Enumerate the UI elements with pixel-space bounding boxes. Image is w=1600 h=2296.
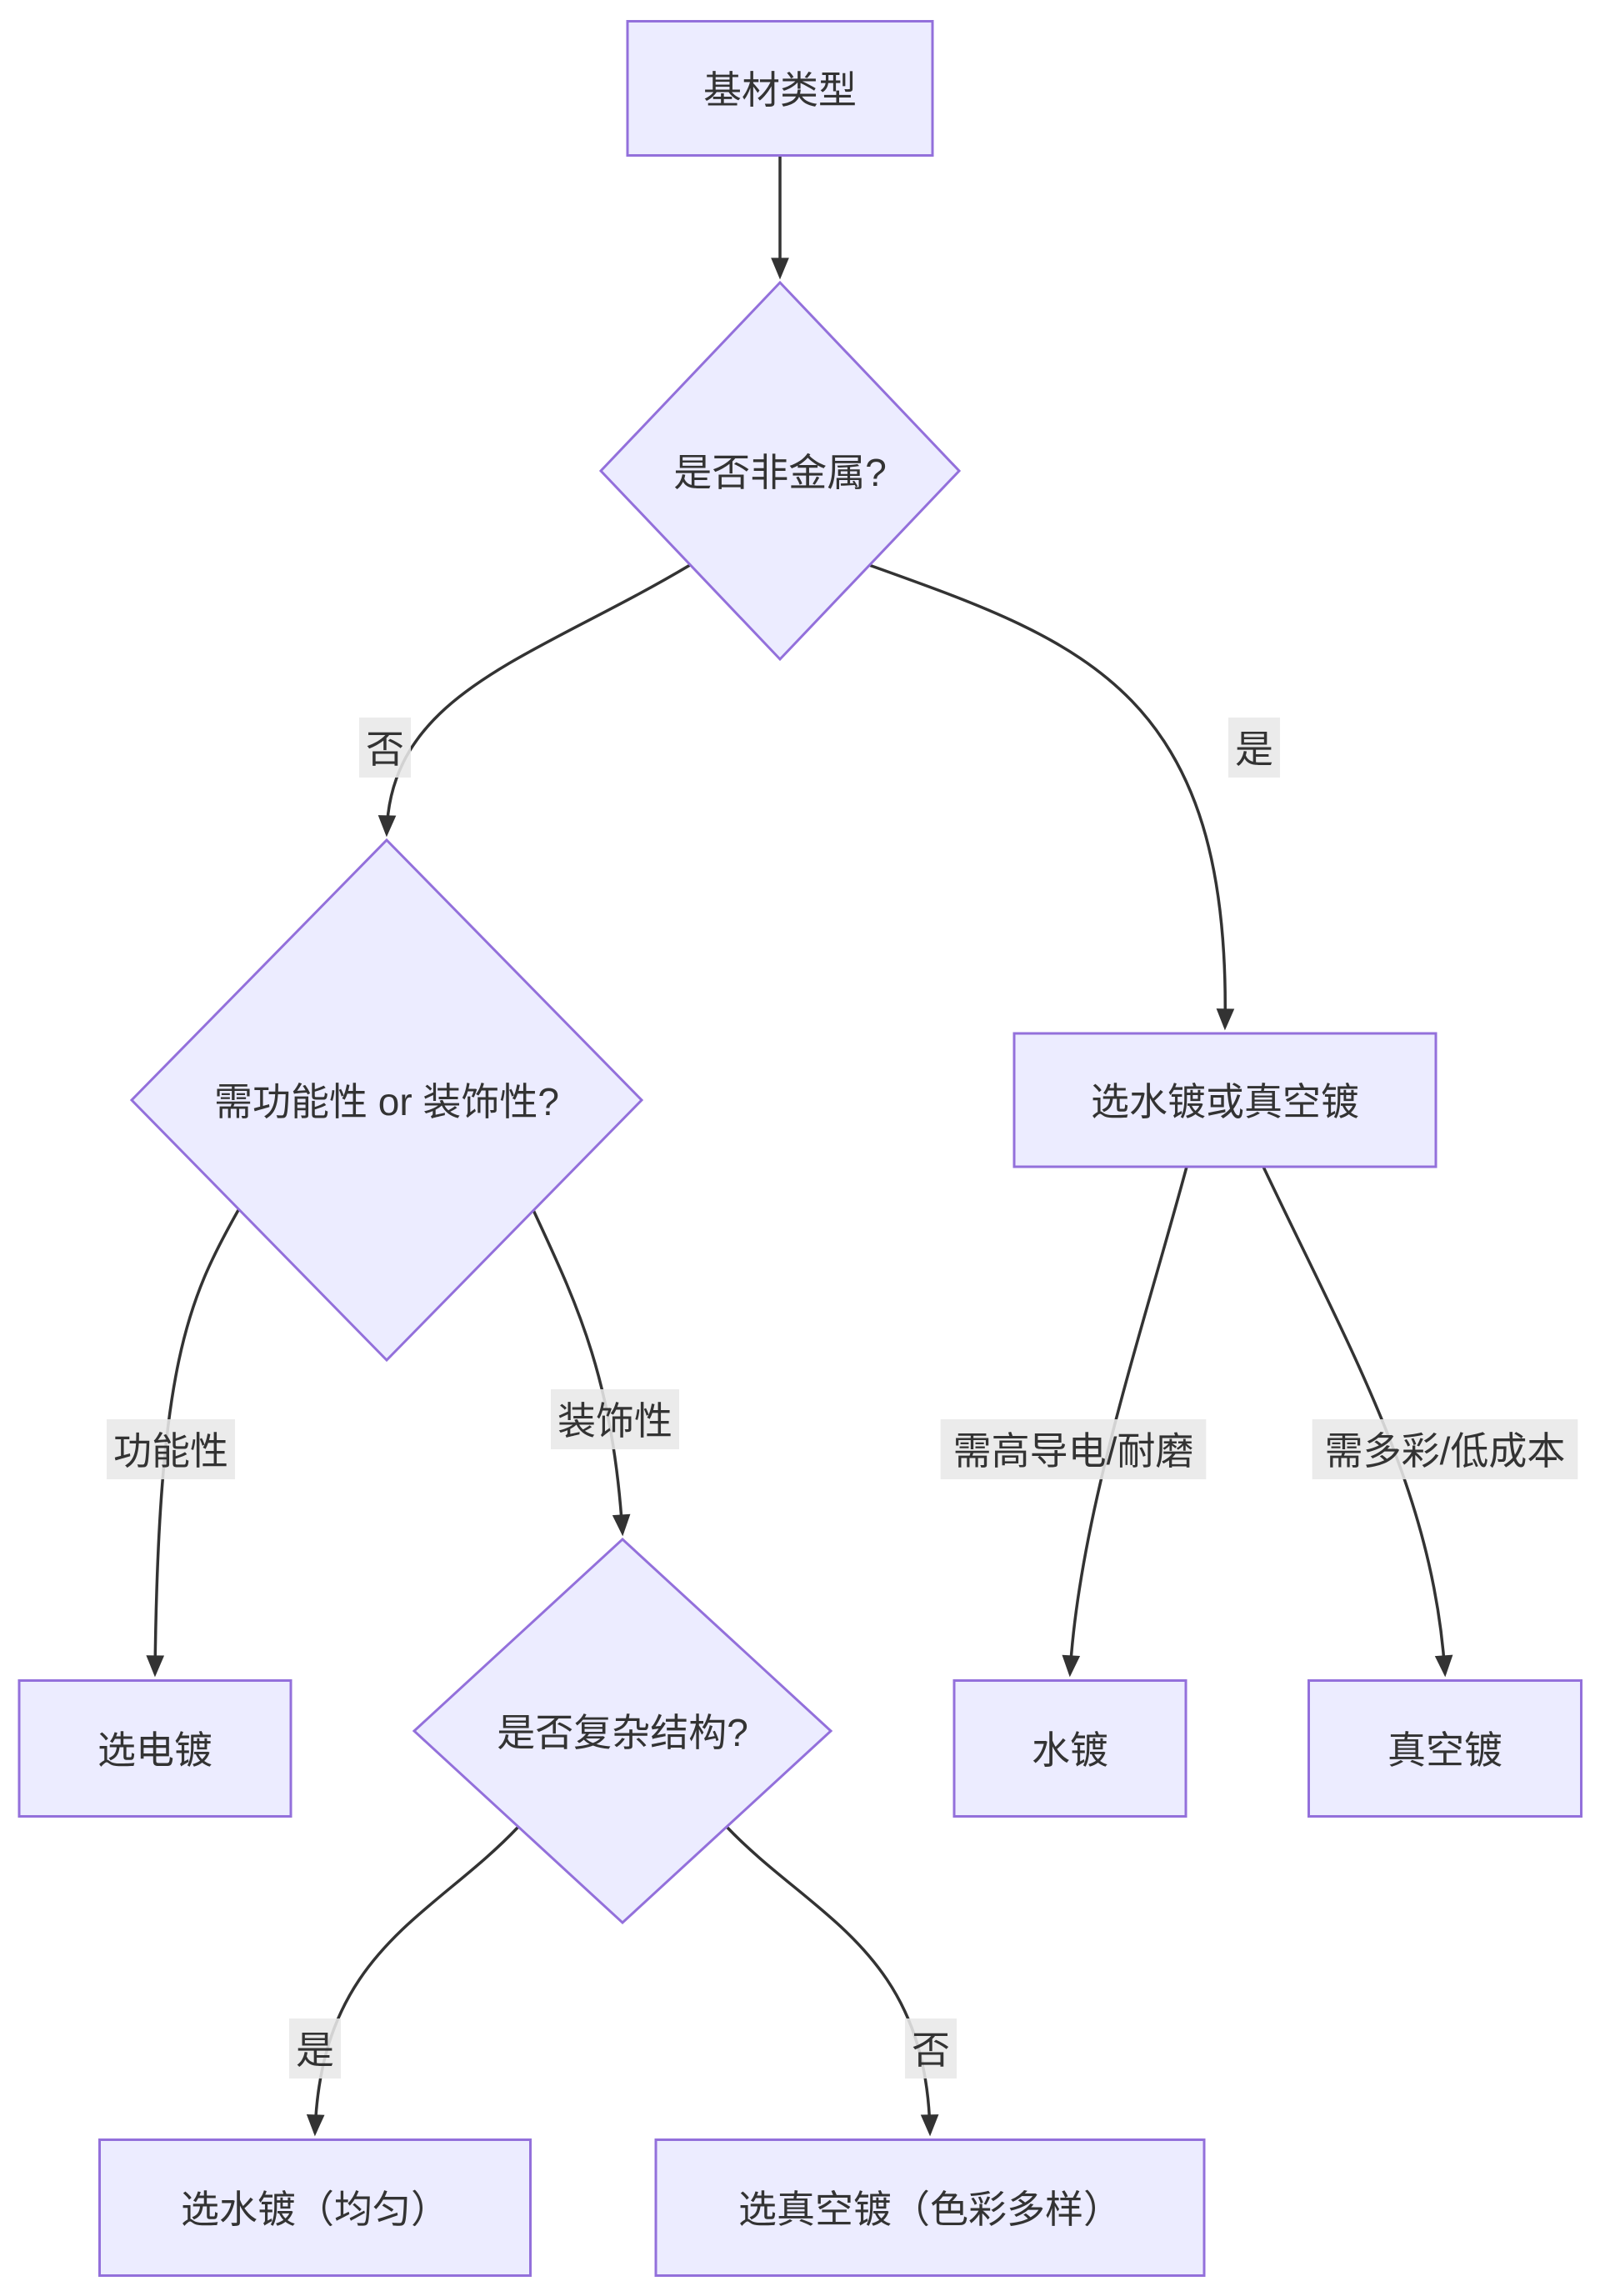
process-box-shape (654, 2138, 1206, 2277)
node-vacuum-plating: 真空镀 (1308, 1679, 1582, 1818)
node-choose-vacuum-plating: 选真空镀（色彩多样） (654, 2138, 1206, 2277)
process-box-shape (626, 20, 934, 157)
node-label: 是否非金属? (673, 451, 887, 494)
process-box-shape (1308, 1679, 1582, 1818)
node-label: 选水镀（均匀） (181, 2188, 449, 2231)
edge-nonmetal-yes (868, 563, 1235, 1031)
edge-label-text: 需高导电/耐磨 (953, 1429, 1194, 1473)
edge-label-bg (1228, 718, 1280, 778)
node-label: 选水镀或真空镀 (1091, 1080, 1359, 1123)
edge-label-text: 功能性 (113, 1429, 228, 1473)
node-label: 需功能性 or 装饰性? (214, 1080, 559, 1123)
node-label: 真空镀 (1388, 1728, 1502, 1772)
edge-decorative-branch (532, 1209, 631, 1537)
node-is-nonmetal: 是否非金属? (598, 280, 962, 662)
edge-label-bg (1312, 1419, 1578, 1479)
edge-labels-layer: 否是功能性装饰性需高导电/耐磨需多彩/低成本是否 (107, 718, 1578, 2078)
node-electroplating: 选电镀 (18, 1679, 292, 1818)
edge-label-bg (359, 718, 411, 778)
edge-label-text: 否 (366, 728, 404, 771)
edge-label-text: 需多彩/低成本 (1325, 1429, 1566, 1473)
edge-label-nonmetal-yes: 是 (1228, 718, 1280, 778)
node-is-complex-structure: 是否复杂结构? (412, 1537, 833, 1925)
edge-label-conductive-branch: 需高导电/耐磨 (940, 1419, 1207, 1479)
edge-functional-branch (146, 1209, 240, 1678)
edge-label-bg (905, 2018, 957, 2078)
process-box-shape (952, 1679, 1188, 1818)
node-functional-or-decorative: 需功能性 or 装饰性? (129, 838, 644, 1363)
node-label: 是否复杂结构? (497, 1711, 748, 1754)
decision-diamond-shape (598, 280, 962, 662)
decision-diamond-shape (412, 1537, 833, 1925)
edge-label-text: 是 (1235, 728, 1273, 771)
node-label: 基材类型 (703, 68, 857, 112)
edge-label-text: 装饰性 (558, 1399, 672, 1443)
edge-label-complex-yes: 是 (289, 2018, 341, 2078)
edge-label-bg (940, 1419, 1207, 1479)
decision-diamond-shape (129, 838, 644, 1363)
node-substrate-type: 基材类型 (626, 20, 934, 157)
process-box-shape (18, 1679, 292, 1818)
node-water-or-vacuum: 选水镀或真空镀 (1012, 1032, 1438, 1168)
edge-label-text: 否 (912, 2028, 950, 2072)
edge-label-colorful-branch: 需多彩/低成本 (1312, 1419, 1578, 1479)
edge-label-decorative-branch: 装饰性 (551, 1389, 679, 1449)
node-label: 水镀 (1032, 1728, 1108, 1772)
edge-label-bg (107, 1419, 235, 1479)
process-box-shape (98, 2138, 532, 2277)
edge-label-bg (289, 2018, 341, 2078)
edge-label-complex-no: 否 (905, 2018, 957, 2078)
edge-label-functional-branch: 功能性 (107, 1419, 235, 1479)
edge-label-nonmetal-no: 否 (359, 718, 411, 778)
node-label: 选真空镀（色彩多样） (738, 2188, 1122, 2231)
process-box-shape (1012, 1032, 1438, 1168)
node-water-plating: 水镀 (952, 1679, 1188, 1818)
edge-nonmetal-no (378, 563, 691, 838)
edge-label-text: 是 (296, 2028, 334, 2072)
node-choose-water-plating: 选水镀（均匀） (98, 2138, 532, 2277)
node-label: 选电镀 (98, 1728, 212, 1772)
edge-label-bg (551, 1389, 679, 1449)
